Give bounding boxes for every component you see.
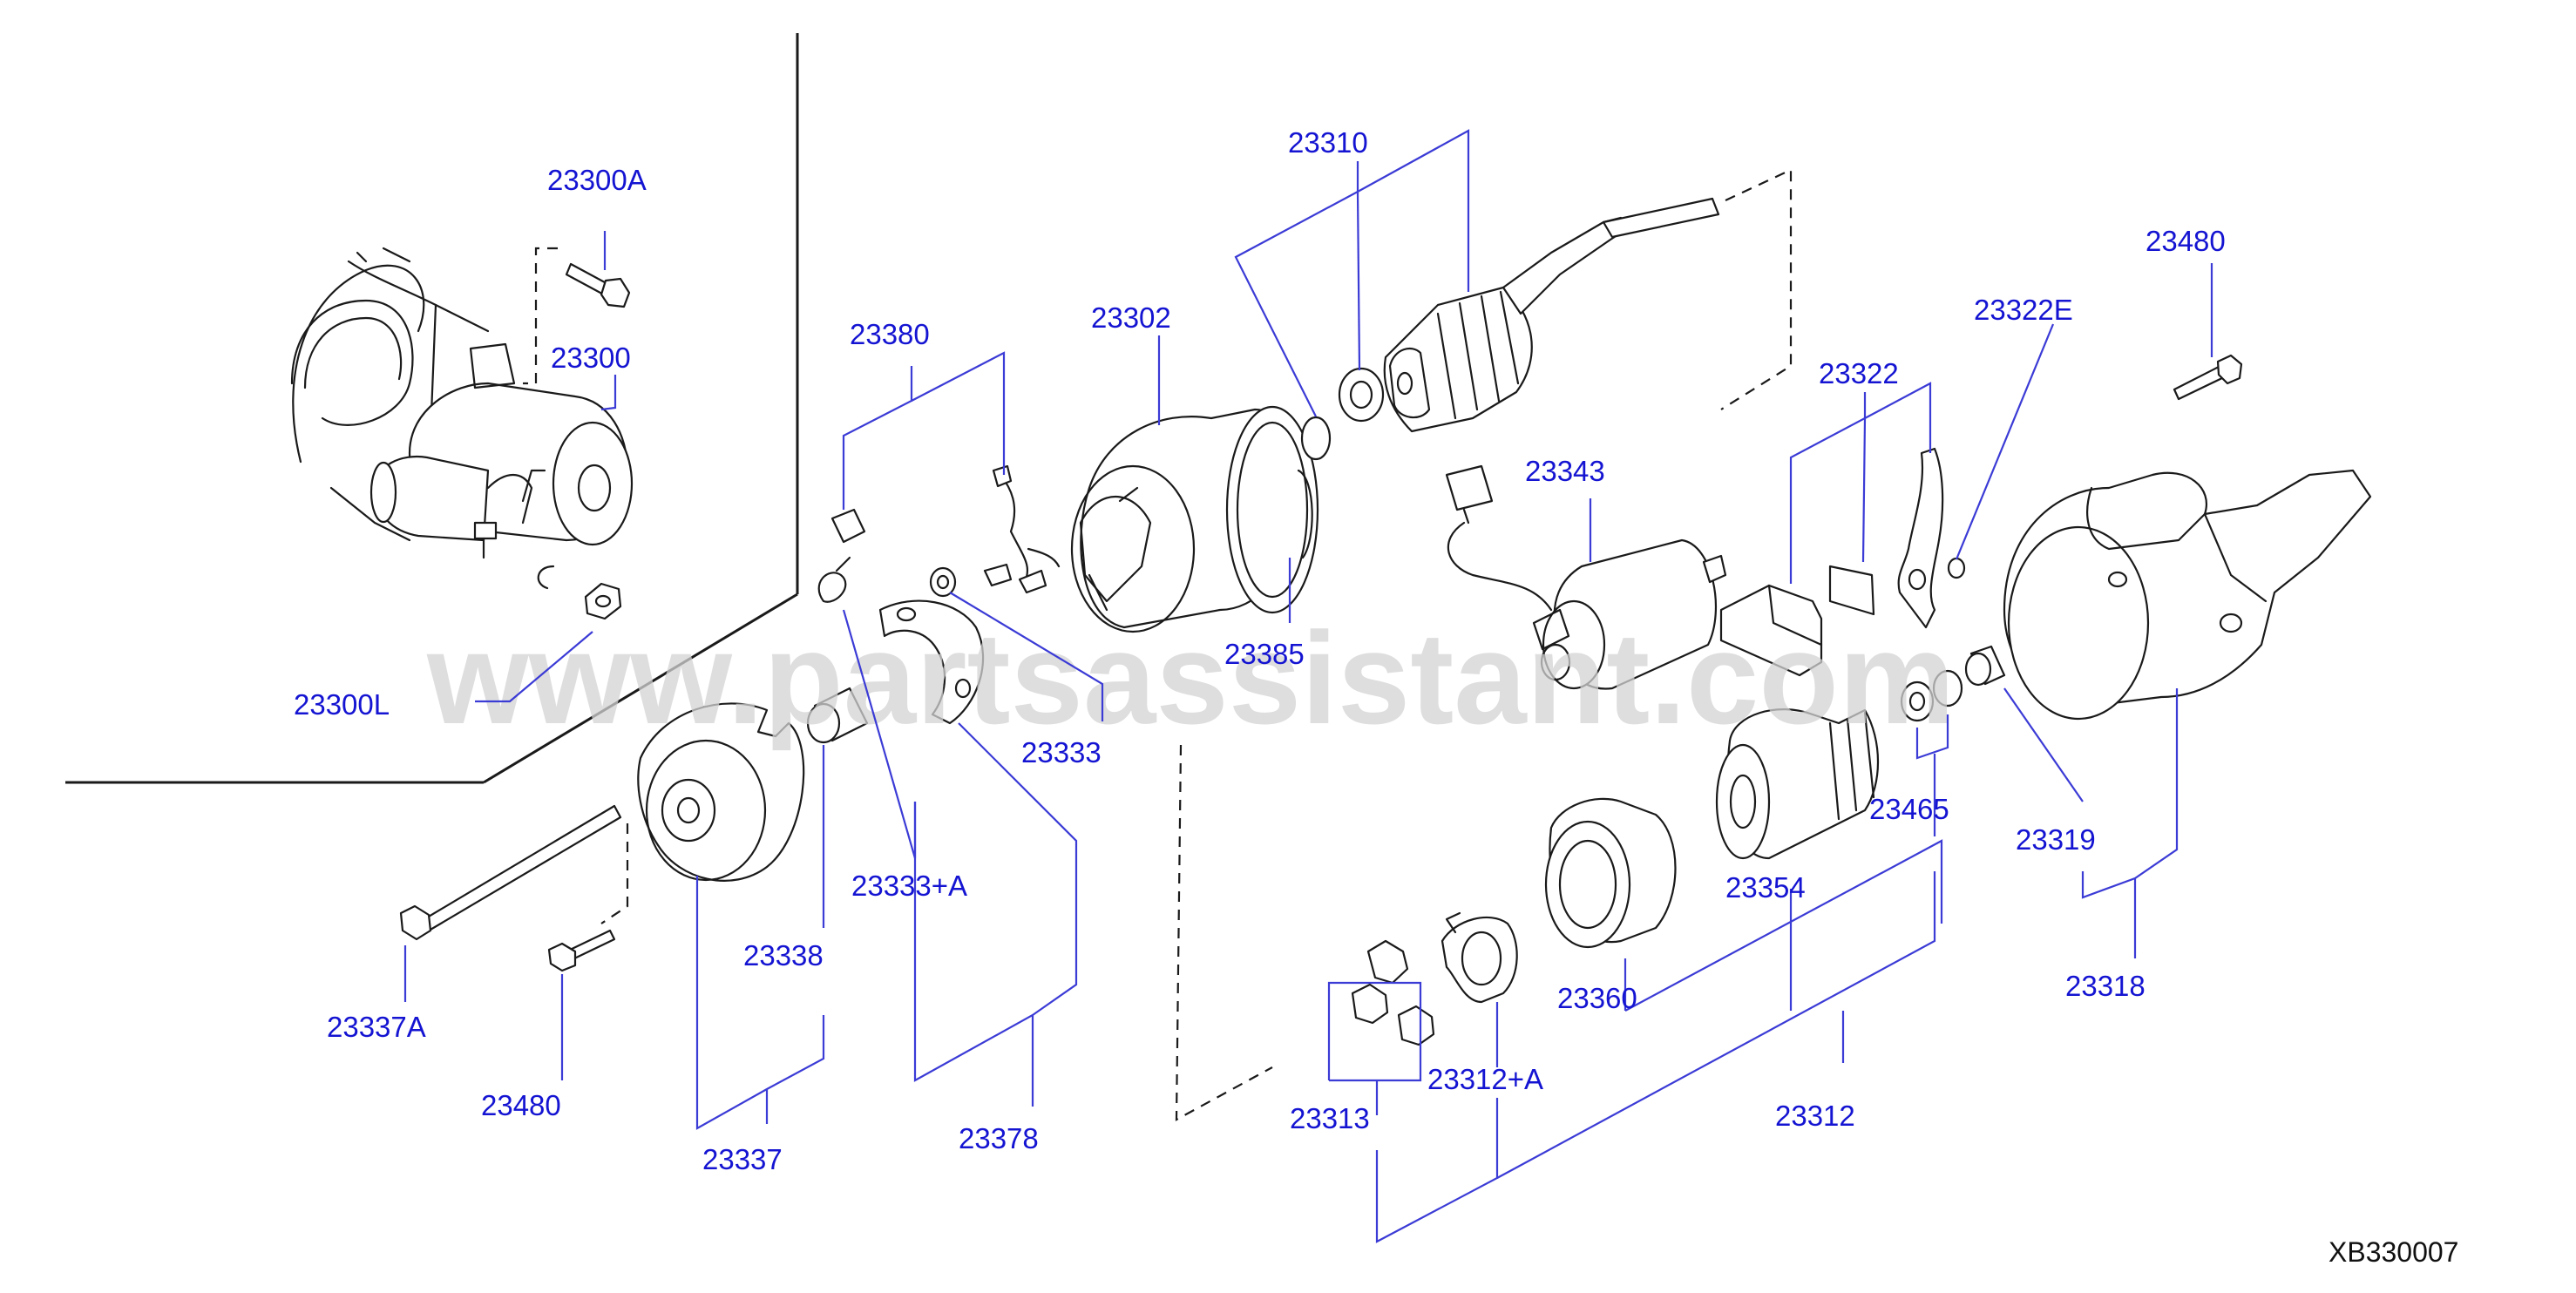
label-23338[interactable]: 23338 bbox=[743, 939, 824, 971]
label-23300A[interactable]: 23300A bbox=[547, 164, 647, 196]
label-23480-lower[interactable]: 23480 bbox=[481, 1089, 561, 1121]
part-labels: 23300A 23300 23300L 23380 23302 23310 23… bbox=[294, 126, 2226, 1175]
brush-spring-23333[interactable] bbox=[929, 566, 957, 598]
bolt-23480-upper[interactable] bbox=[2173, 354, 2243, 401]
through-bolt-23337A[interactable] bbox=[399, 804, 622, 941]
label-23318[interactable]: 23318 bbox=[2065, 970, 2146, 1002]
clutch-23360[interactable] bbox=[1544, 797, 1677, 949]
gear-carrier-23312-A[interactable] bbox=[1441, 911, 1518, 1004]
label-23380[interactable]: 23380 bbox=[850, 318, 930, 350]
rear-cover-23337[interactable] bbox=[637, 702, 805, 882]
label-23300[interactable]: 23300 bbox=[551, 342, 631, 374]
label-23312[interactable]: 23312 bbox=[1775, 1100, 1855, 1132]
watermark: www.partsassistant.com bbox=[426, 605, 1955, 751]
front-housing-23318[interactable] bbox=[2003, 469, 2372, 721]
label-23300L[interactable]: 23300L bbox=[294, 688, 390, 721]
label-23337[interactable]: 23337 bbox=[702, 1143, 783, 1175]
label-23385[interactable]: 23385 bbox=[1224, 638, 1305, 670]
label-23312-A[interactable]: 23312+A bbox=[1427, 1063, 1543, 1095]
washers-23465[interactable] bbox=[1900, 669, 1963, 722]
label-23360[interactable]: 23360 bbox=[1557, 982, 1637, 1014]
gears-23313[interactable] bbox=[1351, 939, 1435, 1046]
o-ring-23385[interactable] bbox=[1297, 469, 1313, 559]
leader-lines bbox=[403, 129, 2213, 1243]
label-23337A[interactable]: 23337A bbox=[327, 1011, 426, 1043]
clip-23322E[interactable] bbox=[1947, 557, 1966, 579]
brush-holder-23378[interactable] bbox=[878, 599, 985, 725]
armature-23310[interactable] bbox=[1300, 197, 1720, 461]
label-23465[interactable]: 23465 bbox=[1869, 793, 1949, 825]
label-23333[interactable]: 23333 bbox=[1021, 736, 1102, 768]
label-23333-A[interactable]: 23333+A bbox=[851, 870, 967, 902]
label-23343[interactable]: 23343 bbox=[1525, 455, 1605, 487]
bushing-23338[interactable] bbox=[806, 687, 869, 744]
nut-23300L[interactable] bbox=[537, 565, 622, 620]
bushing-23319[interactable] bbox=[1964, 645, 2006, 687]
label-23322E[interactable]: 23322E bbox=[1974, 294, 2073, 326]
brush-23380[interactable] bbox=[830, 508, 866, 544]
label-23354[interactable]: 23354 bbox=[1725, 871, 1806, 904]
label-23313[interactable]: 23313 bbox=[1290, 1102, 1370, 1134]
label-23480-upper[interactable]: 23480 bbox=[2146, 225, 2226, 257]
screw-23480-lower[interactable] bbox=[547, 929, 616, 972]
lever-23322[interactable] bbox=[1719, 447, 1944, 677]
wire-leads bbox=[983, 464, 1061, 594]
yoke-23302[interactable] bbox=[1070, 405, 1319, 633]
engine-block-drawing bbox=[290, 247, 490, 542]
installed-starter-drawing bbox=[369, 342, 634, 559]
diagram-ref-code: XB330007 bbox=[2329, 1236, 2458, 1268]
pinion-23354[interactable] bbox=[1715, 708, 1880, 860]
label-23322[interactable]: 23322 bbox=[1819, 357, 1899, 389]
solenoid-23343[interactable] bbox=[1445, 464, 1727, 690]
label-23319[interactable]: 23319 bbox=[2016, 823, 2096, 856]
bolt-23300A[interactable] bbox=[565, 262, 631, 308]
label-23378[interactable]: 23378 bbox=[959, 1122, 1039, 1154]
label-23302[interactable]: 23302 bbox=[1091, 301, 1171, 334]
spring-23333-A[interactable] bbox=[817, 556, 851, 603]
label-23310[interactable]: 23310 bbox=[1288, 126, 1368, 159]
inset-frame bbox=[65, 33, 799, 784]
